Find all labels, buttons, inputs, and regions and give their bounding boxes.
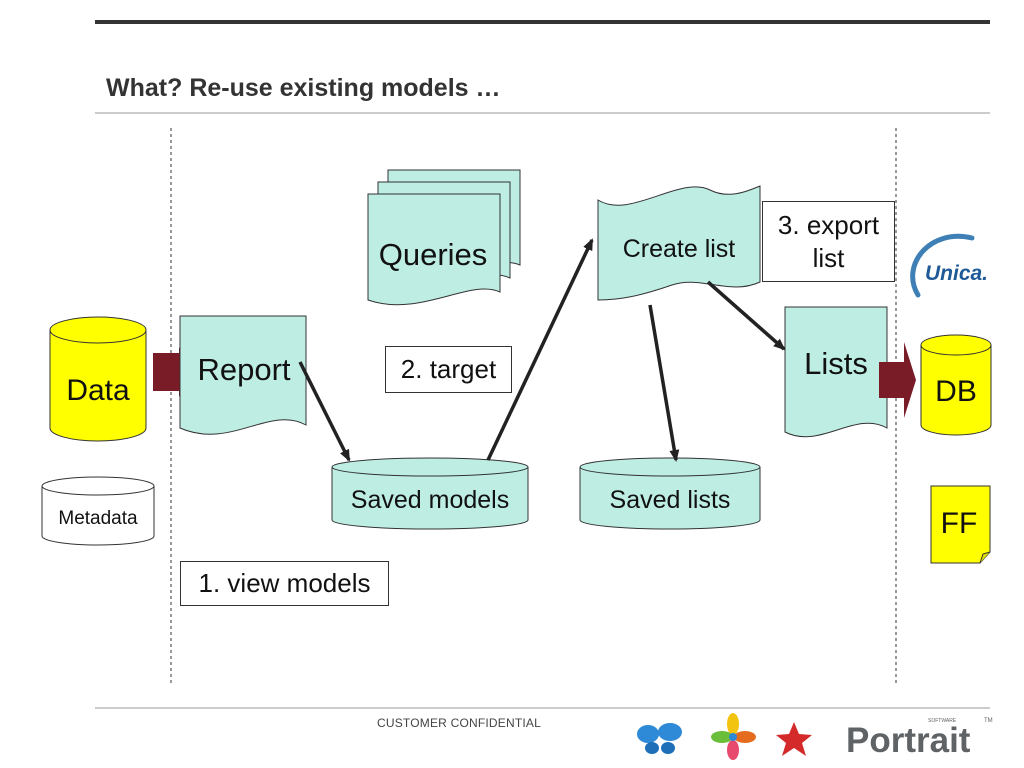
ff-note: FF [930, 485, 991, 564]
step-export-list-box: 3. export list [762, 201, 895, 282]
report-document: Report [179, 315, 307, 435]
data-cylinder: Data [49, 316, 147, 442]
footer-confidential: CUSTOMER CONFIDENTIAL [377, 716, 541, 730]
step-export-list-line2: list [812, 242, 845, 273]
saved-lists-label: Saved lists [610, 486, 731, 514]
unica-logo: Unica. [910, 233, 988, 298]
create-list-banner: Create list [597, 185, 761, 301]
arrow-create-list-to-saved-lists [648, 304, 680, 462]
step-export-list-line1: 3. export [777, 210, 880, 240]
arrow-create-list-to-lists [706, 280, 786, 351]
metadata-cylinder: Metadata [41, 476, 155, 546]
lists-label: Lists [804, 346, 868, 381]
saved-models-cylinder: Saved models [331, 457, 529, 530]
butterfly-icon [637, 723, 682, 754]
star-icon [776, 722, 812, 756]
queries-documents: Queries [367, 169, 521, 306]
db-label: DB [935, 375, 977, 408]
portrait-logo-trademark: TM [984, 718, 993, 724]
db-cylinder: DB [920, 334, 992, 436]
lists-document: Lists [784, 306, 888, 438]
data-label: Data [66, 374, 130, 407]
portrait-logo-superscript: SOFTWARE [928, 718, 957, 724]
arrow-report-to-saved-models [298, 361, 351, 462]
portrait-logo-text: Portrait [846, 721, 971, 760]
saved-lists-cylinder: Saved lists [579, 457, 761, 530]
ff-label: FF [941, 507, 978, 540]
create-list-label: Create list [623, 235, 736, 263]
metadata-label: Metadata [58, 508, 138, 529]
lists-to-db-connector [879, 342, 916, 418]
step-target-box: 2. target [385, 346, 512, 393]
portrait-logo: Portrait SOFTWARE TM [846, 718, 993, 760]
arrow-saved-models-to-create-list [486, 238, 594, 461]
step-view-models-box: 1. view models [180, 561, 389, 606]
step-view-models-label: 1. view models [198, 568, 371, 599]
slide-title: What? Re-use existing models … [106, 74, 501, 102]
flower-icon [711, 713, 756, 760]
unica-logo-text: Unica. [925, 262, 988, 285]
saved-models-label: Saved models [351, 486, 509, 514]
queries-label: Queries [379, 237, 488, 272]
report-label: Report [197, 352, 290, 387]
step-target-label: 2. target [400, 354, 497, 385]
